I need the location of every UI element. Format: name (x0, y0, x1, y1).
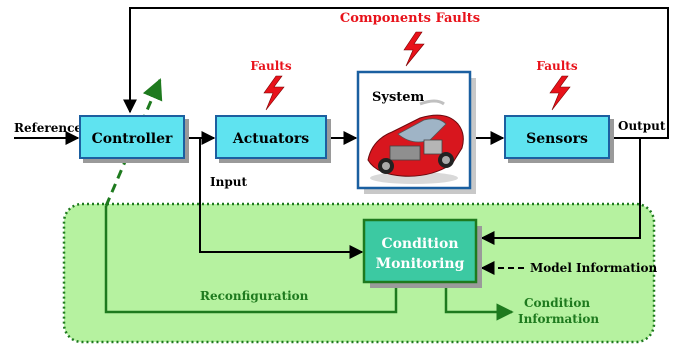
system-label: System (372, 90, 425, 105)
condition-monitoring-label-line2: Monitoring (376, 256, 465, 272)
output-label: Output (618, 119, 666, 133)
actuators-label: Actuators (232, 131, 309, 147)
lightning-bolt-icon (403, 31, 425, 67)
reconfiguration-line (104, 206, 398, 314)
condition-information-arrow (444, 284, 514, 321)
sensors-label: Sensors (526, 131, 588, 147)
condition-information-label-line2: Information (518, 312, 599, 326)
feedback-line (123, 7, 669, 139)
lightning-bolt-icon (549, 75, 571, 111)
components-faults-label: Components Faults (340, 11, 480, 26)
lightning-bolt-icon (263, 75, 285, 111)
condition-monitoring-block: Condition Monitoring (362, 218, 482, 288)
car-cutaway-image (367, 99, 464, 184)
sensors-block: Sensors (504, 115, 610, 159)
output-to-monitoring-arrow (480, 138, 641, 245)
condition-information-label-line1: Condition (524, 296, 590, 310)
controller-label: Controller (92, 131, 173, 147)
actuators-faults-label: Faults (250, 59, 291, 73)
system-block: System (356, 70, 476, 194)
input-to-monitoring-arrow (199, 138, 364, 259)
actuators-block: Actuators (215, 115, 327, 159)
input-label: Input (210, 175, 247, 189)
condition-monitoring-label-line1: Condition (381, 236, 458, 252)
reconfiguration-label: Reconfiguration (200, 289, 309, 303)
model-information-label: Model Information (530, 261, 657, 275)
reference-label: Reference (14, 121, 82, 135)
sensors-faults-label: Faults (536, 59, 577, 73)
controller-block: Controller (79, 115, 185, 159)
